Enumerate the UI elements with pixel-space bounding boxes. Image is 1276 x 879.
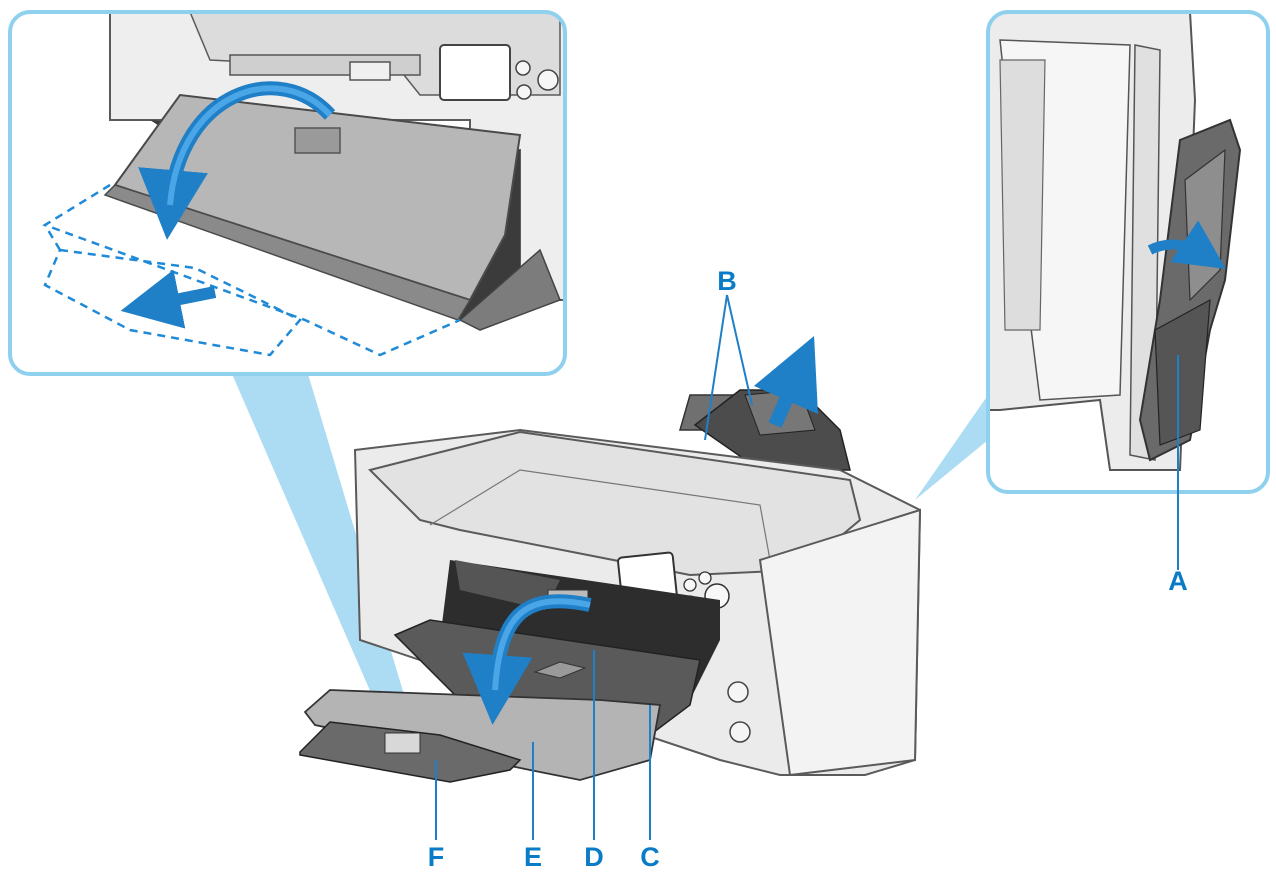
label-E: E <box>524 842 542 872</box>
label-C: C <box>640 842 660 872</box>
leader-B-right <box>726 294 753 406</box>
label-A: A <box>1168 566 1188 596</box>
label-F: F <box>428 842 445 872</box>
label-B: B <box>717 266 737 296</box>
right-callout-beam <box>915 395 988 500</box>
leader-B-left <box>704 294 728 441</box>
left-closeup-border <box>8 10 567 376</box>
printer-main <box>299 335 922 783</box>
left-callout-beam <box>232 374 420 748</box>
right-closeup-panel <box>988 12 1268 492</box>
leader-lines <box>435 294 1179 840</box>
label-D: D <box>584 842 604 872</box>
right-closeup-border <box>986 10 1270 494</box>
left-closeup-panel <box>10 12 565 374</box>
